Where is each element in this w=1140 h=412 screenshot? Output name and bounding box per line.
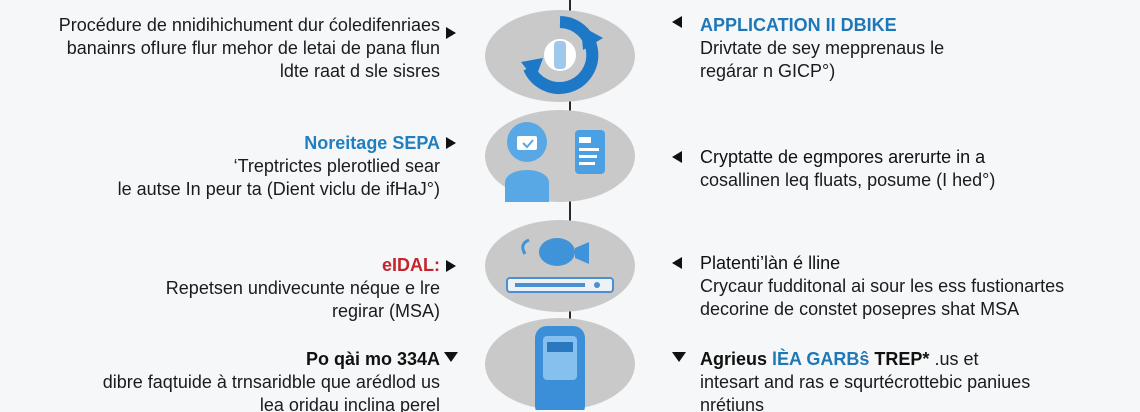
step-3-node	[485, 220, 635, 312]
step-2-left-arrow-icon	[446, 137, 456, 149]
step-2-right-arrow-icon	[672, 151, 682, 163]
step-3-left-text: eIDAL: Repetsen undivecunte néque e lre …	[40, 254, 440, 323]
step-4-left-title: Po qài mo 334A	[305, 349, 440, 369]
step-4-right-arrow-icon	[672, 352, 686, 362]
step-1-left-line-2: banainrs ofIure flur mehor de letai de p…	[66, 38, 440, 58]
step-4-left-text: Po qài mo 334A dibre faqtuide à trnsarid…	[40, 348, 440, 412]
step-2-left-line-2: le autse In peur ta (Dient viclu de ifHa…	[117, 179, 440, 199]
step-3-right-arrow-icon	[672, 257, 682, 269]
step-3-left-line-1: Repetsen undivecunte néque e lre	[165, 278, 440, 298]
step-4-left-arrow-icon	[444, 352, 458, 362]
step-1-right-title: APPLICATION II DBIKE	[700, 15, 897, 35]
step-3-left-arrow-icon	[446, 260, 456, 272]
refresh-cycle-icon	[521, 16, 603, 94]
step-4-right-text: Agrieus lÈA GARBŝ TREP* .us et intesart …	[700, 348, 1120, 412]
mobile-device-icon	[535, 326, 585, 410]
step-1-left-arrow-icon	[446, 27, 456, 39]
step-1-left-line-3: ldte raat d sle sisres	[279, 61, 440, 81]
step-1-right-line-2: regárar n GICP°)	[700, 61, 836, 81]
step-2-left-text: Noreitage SEPA ‘Treptrictes plerotlied s…	[40, 132, 440, 201]
step-1-left-text: Procédure de nnidihichument dur ćoledife…	[20, 14, 440, 83]
step-4-right-title-part-3: TREP*	[874, 349, 930, 369]
step-2-right-title: Cryptatte de egmpores arerurte in a	[700, 147, 986, 167]
step-1-node	[485, 10, 635, 102]
step-1-right-arrow-icon	[672, 16, 682, 28]
step-3-left-line-2: regirar (MSA)	[331, 301, 440, 321]
step-4-right-title-part-4: .us et	[934, 349, 979, 369]
step-3-right-line-2: decorine de constet posepres shat MSA	[700, 299, 1020, 319]
step-4-node	[485, 318, 635, 410]
step-4-right-title: Agrieus lÈA GARBŝ TREP* .us et	[700, 348, 1120, 371]
step-4-left-line-1: dibre faqtuide à trnsaridble que arédlod…	[102, 372, 440, 392]
step-4-right-title-part-2: lÈA GARBŝ	[772, 349, 870, 369]
step-4-right-line-2: nrétiuns	[700, 395, 765, 412]
step-1-left-line-1: Procédure de nnidihichument dur ćoledife…	[58, 15, 440, 35]
step-4-left-line-2: lea oridau inclina perel	[259, 395, 440, 412]
step-3-left-title: eIDAL:	[382, 255, 440, 275]
process-diagram: Procédure de nnidihichument dur ćoledife…	[20, 0, 1120, 412]
step-1-right-line-1: Drivtate de sey mepprenaus le	[700, 38, 945, 58]
step-2-left-line-1: ‘Treptrictes plerotlied sear	[233, 156, 440, 176]
step-1-right-text: APPLICATION II DBIKE Drivtate de sey mep…	[700, 14, 1120, 83]
step-3-right-line-1: Crycaur fudditonal ai sour les ess fusti…	[700, 276, 1065, 296]
step-3-right-text: Platenti’làn é lline Crycaur fudditonal …	[700, 252, 1120, 321]
handshake-device-icon	[506, 238, 614, 293]
person-with-document-icon	[505, 122, 605, 202]
step-4-right-title-part-1: Agrieus	[700, 349, 768, 369]
step-4-right-line-1: intesart and ras e squrtécrottebic paniu…	[700, 372, 1031, 392]
step-2-left-title: Noreitage SEPA	[304, 133, 440, 153]
step-2-right-text: Cryptatte de egmpores arerurte in a cosa…	[700, 146, 1120, 192]
step-3-right-title: Platenti’làn é lline	[700, 253, 841, 273]
step-2-right-line-1: cosallinen leq fluats, posume (I hed°)	[700, 170, 996, 190]
step-2-node	[485, 110, 635, 202]
